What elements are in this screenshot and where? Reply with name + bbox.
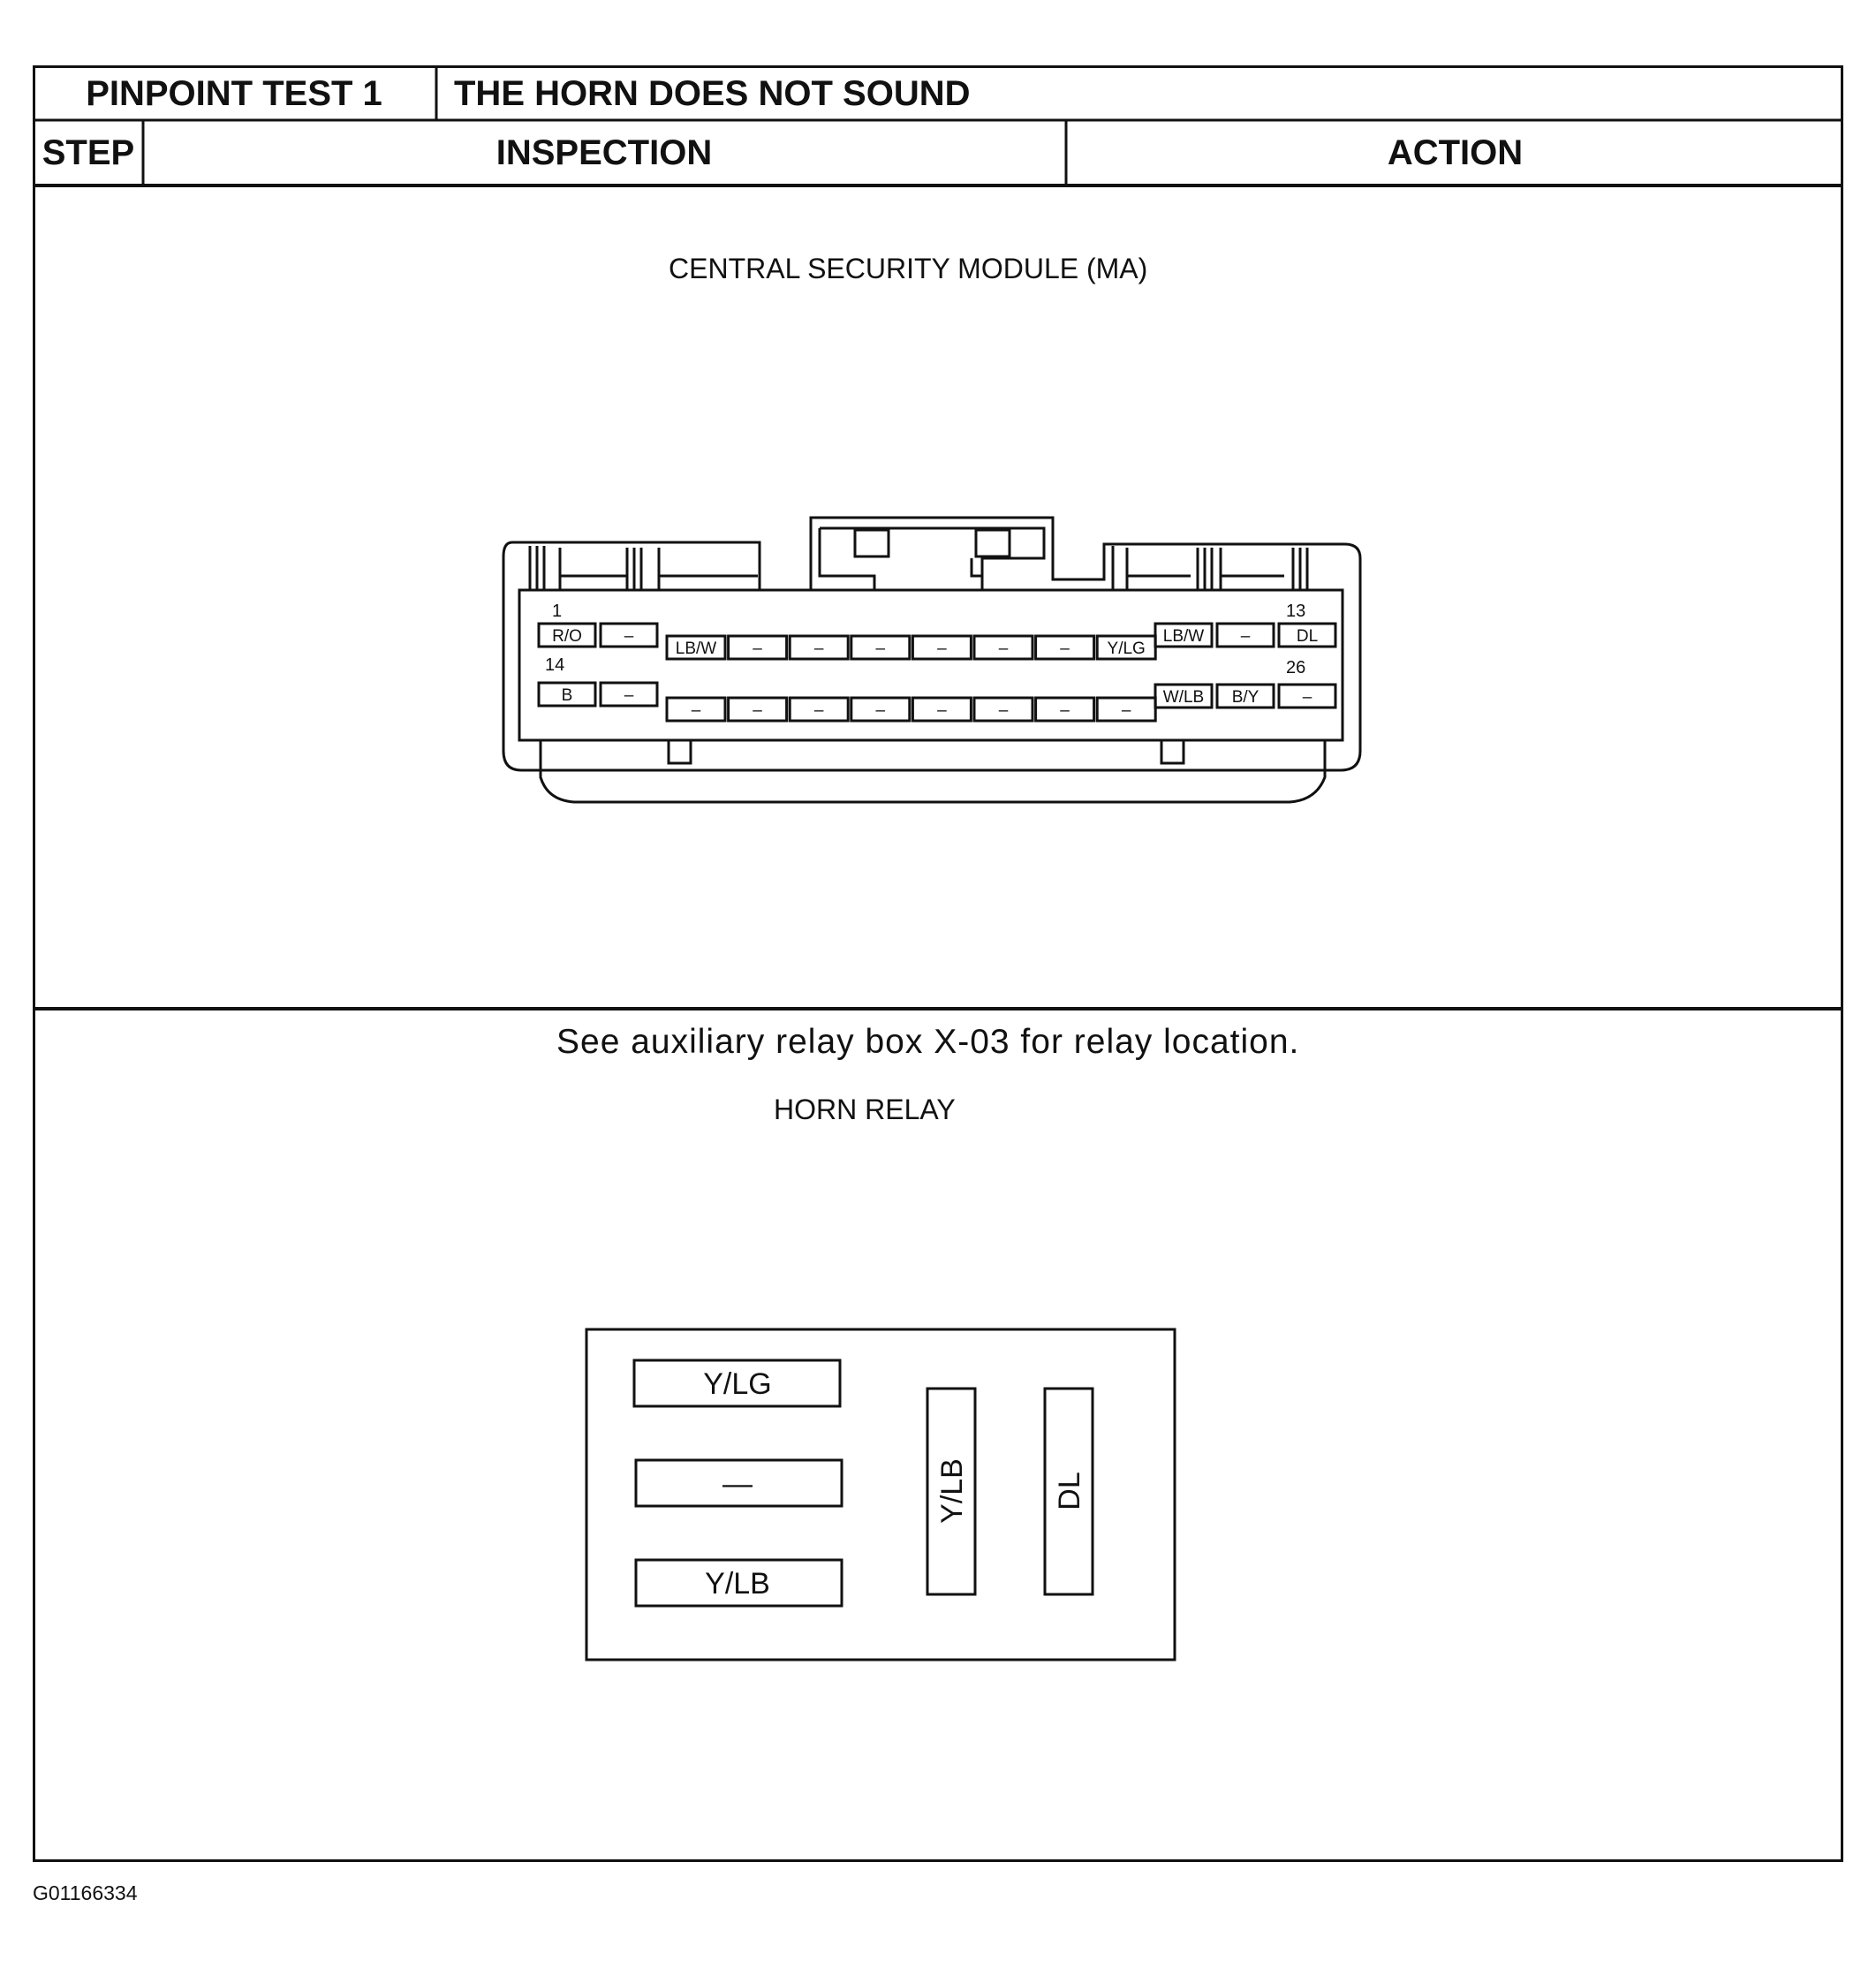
- relay-location-note: See auxiliary relay box X-03 for relay l…: [556, 1023, 1300, 1061]
- action-header-label: ACTION: [1387, 132, 1524, 172]
- relay-title: HORN RELAY: [774, 1094, 956, 1125]
- test-title-cell: THE HORN DOES NOT SOUND: [454, 68, 1832, 119]
- test-id-cell: PINPOINT TEST 1: [35, 68, 433, 119]
- inspection-column-header: INSPECTION: [145, 121, 1063, 185]
- figure-id: G01166334: [33, 1881, 138, 1904]
- inspection-header-label: INSPECTION: [495, 132, 713, 172]
- step-header-label: STEP: [42, 132, 135, 172]
- pin-number-26: 26: [1286, 658, 1306, 677]
- step-column-header: STEP: [35, 121, 141, 185]
- pin-number-1: 1: [552, 602, 563, 621]
- module-title: CENTRAL SECURITY MODULE (MA): [669, 253, 1148, 284]
- pin-number-13: 13: [1286, 602, 1306, 621]
- test-title: THE HORN DOES NOT SOUND: [454, 73, 971, 113]
- test-table-frame: [33, 65, 1843, 1862]
- pin-number-14: 14: [545, 655, 565, 675]
- test-id: PINPOINT TEST 1: [86, 73, 382, 113]
- action-column-header: ACTION: [1069, 121, 1842, 185]
